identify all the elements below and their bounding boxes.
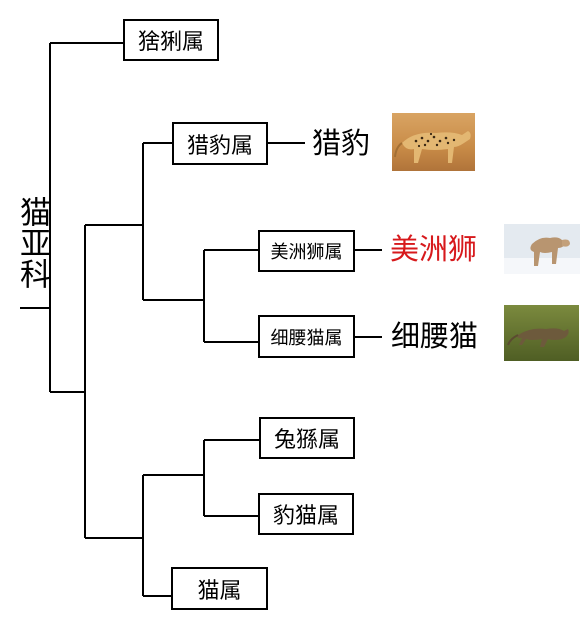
- genus-puma: 美洲狮属: [258, 230, 355, 272]
- puma-photo: [504, 224, 580, 274]
- jaguarundi-photo: [504, 305, 579, 361]
- genus-lynx: 猞猁属: [123, 19, 219, 61]
- genus-cheetah: 猎豹属: [172, 122, 268, 165]
- genus-lynx-label: 猞猁属: [137, 30, 204, 55]
- genus-jaguarundi: 细腰猫属: [258, 315, 355, 358]
- genus-otocolobus: 兔猻属: [259, 417, 355, 459]
- genus-prionailurus-label: 豹猫属: [272, 504, 339, 529]
- genus-puma-label: 美洲狮属: [270, 242, 343, 263]
- root-label: 猫亚科: [14, 196, 50, 289]
- genus-jaguarundi-label: 细腰猫属: [270, 327, 343, 349]
- species-cheetah: 猎豹: [312, 126, 371, 160]
- species-jaguarundi: 细腰猫: [391, 319, 479, 353]
- cheetah-photo: [392, 113, 475, 171]
- genus-felis-label: 猫属: [197, 578, 242, 604]
- genus-felis: 猫属: [171, 567, 268, 610]
- genus-cheetah-label: 猎豹属: [186, 133, 253, 159]
- species-puma: 美洲狮: [390, 232, 478, 266]
- genus-otocolobus-label: 兔猻属: [273, 428, 340, 453]
- genus-prionailurus: 豹猫属: [258, 493, 354, 535]
